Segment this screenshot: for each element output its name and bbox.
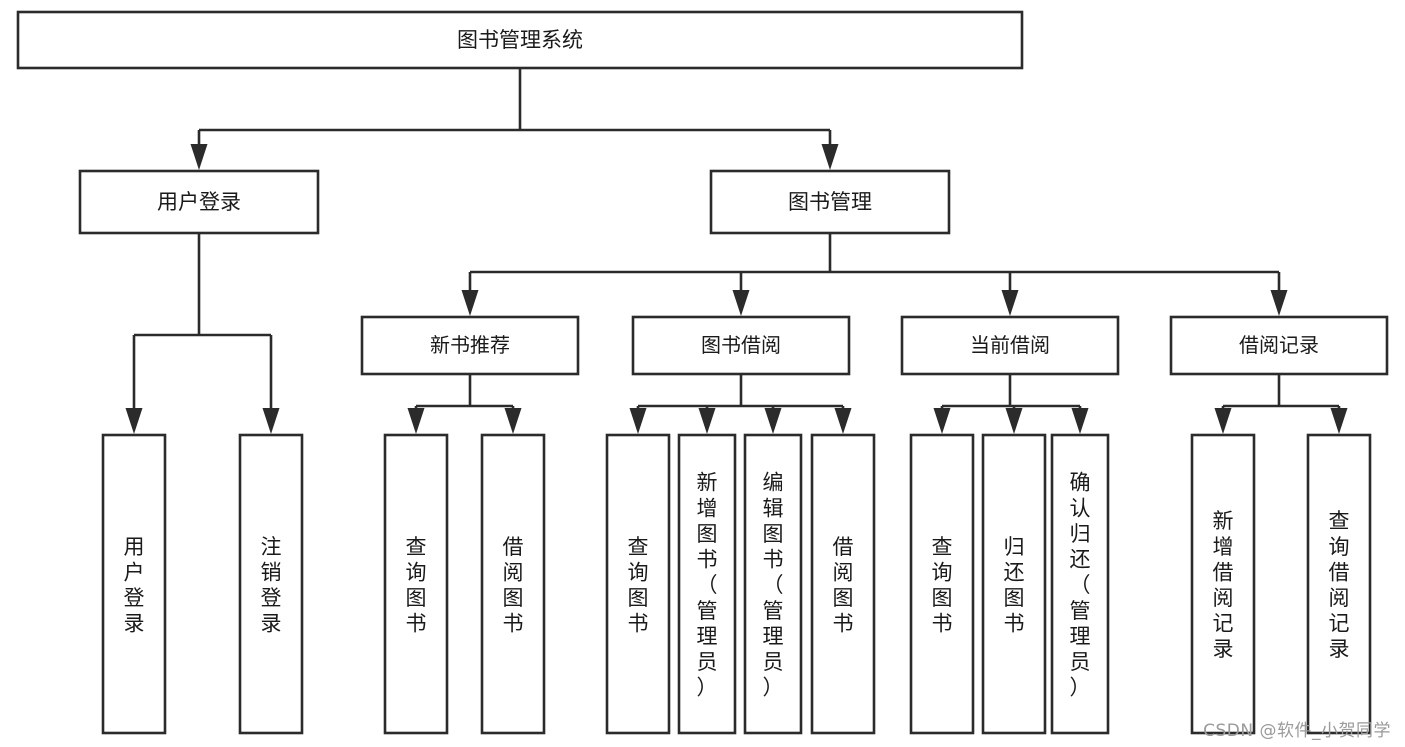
node-box <box>743 433 803 735</box>
node-borrow-record[interactable]: 借阅记录 <box>1169 315 1389 376</box>
node-box <box>810 433 876 735</box>
node-box <box>1190 433 1256 735</box>
node-book-borrow[interactable]: 图书借阅 <box>631 315 851 376</box>
node-label: 新增图书（管理员） <box>697 471 718 700</box>
arrow-head-icon <box>125 408 143 434</box>
node-root[interactable]: 图书管理系统 <box>16 10 1024 70</box>
node-label: 注销登录 <box>261 535 282 636</box>
node-leaf-return-book[interactable]: 归还图书 <box>981 433 1047 735</box>
node-leaf-borrow-book-1[interactable]: 借阅图书 <box>480 433 546 735</box>
arrow-head-icon <box>764 408 782 434</box>
node-leaf-edit-book[interactable]: 编辑图书（管理员） <box>743 433 803 735</box>
node-label: 图书管理系统 <box>457 28 583 52</box>
arrow-head-icon <box>732 290 750 316</box>
node-leaf-query-book-3[interactable]: 查询图书 <box>909 433 975 735</box>
arrow-head-icon <box>262 408 280 434</box>
node-box <box>605 433 671 735</box>
node-label: 查询图书 <box>932 535 953 636</box>
node-label: 归还图书 <box>1004 535 1025 636</box>
node-label: 新书推荐 <box>430 333 510 357</box>
node-box <box>981 433 1047 735</box>
node-box <box>709 169 951 235</box>
node-label: 用户登录 <box>157 190 241 214</box>
node-box <box>16 10 1024 70</box>
node-box <box>1169 315 1389 376</box>
node-label: 新增借阅记录 <box>1213 509 1234 661</box>
node-leaf-user-logout[interactable]: 注销登录 <box>238 433 304 735</box>
node-box <box>360 315 580 376</box>
node-label: 借阅图书 <box>833 535 854 636</box>
arrow-head-icon <box>407 408 425 434</box>
node-current-borrow[interactable]: 当前借阅 <box>900 315 1120 376</box>
node-book-manage[interactable]: 图书管理 <box>709 169 951 235</box>
arrow-head-icon <box>1005 408 1023 434</box>
arrow-head-icon <box>629 408 647 434</box>
node-label: 当前借阅 <box>970 333 1050 357</box>
node-leaf-borrow-book-2[interactable]: 借阅图书 <box>810 433 876 735</box>
node-box <box>1050 433 1110 735</box>
node-box <box>909 433 975 735</box>
arrow-head-icon <box>1001 290 1019 316</box>
connector-layer <box>125 68 1348 434</box>
node-box <box>238 433 304 735</box>
arrow-head-icon <box>190 144 208 170</box>
node-label: 查询图书 <box>628 535 649 636</box>
node-label: 图书借阅 <box>701 333 781 357</box>
arrow-head-icon <box>504 408 522 434</box>
arrow-head-icon <box>821 144 839 170</box>
node-leaf-query-record[interactable]: 查询借阅记录 <box>1306 433 1372 735</box>
node-layer: 图书管理系统用户登录图书管理新书推荐图书借阅当前借阅借阅记录用户登录注销登录查询… <box>16 10 1389 735</box>
node-box <box>1306 433 1372 735</box>
node-leaf-confirm-return[interactable]: 确认归还（管理员） <box>1050 433 1110 735</box>
node-label: 图书管理 <box>788 190 872 214</box>
node-box <box>480 433 546 735</box>
node-box <box>900 315 1120 376</box>
arrow-head-icon <box>1214 408 1232 434</box>
node-box <box>631 315 851 376</box>
arrow-head-icon <box>1270 290 1288 316</box>
node-label: 编辑图书（管理员） <box>763 471 784 700</box>
node-box <box>101 433 167 735</box>
node-label: 借阅记录 <box>1239 333 1319 357</box>
arrow-head-icon <box>461 290 479 316</box>
arrow-head-icon <box>1071 408 1089 434</box>
arrow-head-icon <box>1330 408 1348 434</box>
node-new-book-rec[interactable]: 新书推荐 <box>360 315 580 376</box>
node-label: 用户登录 <box>124 535 145 636</box>
node-label: 查询借阅记录 <box>1329 509 1350 661</box>
node-leaf-user-login[interactable]: 用户登录 <box>101 433 167 735</box>
node-label: 借阅图书 <box>503 535 524 636</box>
arrow-head-icon <box>933 408 951 434</box>
node-leaf-query-book-2[interactable]: 查询图书 <box>605 433 671 735</box>
node-box <box>78 169 320 235</box>
node-box <box>383 433 449 735</box>
node-user-login[interactable]: 用户登录 <box>78 169 320 235</box>
node-label: 查询图书 <box>406 535 427 636</box>
node-leaf-add-record[interactable]: 新增借阅记录 <box>1190 433 1256 735</box>
node-box <box>677 433 737 735</box>
node-leaf-add-book[interactable]: 新增图书（管理员） <box>677 433 737 735</box>
arrow-head-icon <box>834 408 852 434</box>
node-label: 确认归还（管理员） <box>1070 471 1091 700</box>
node-leaf-query-book-1[interactable]: 查询图书 <box>383 433 449 735</box>
arrow-head-icon <box>698 408 716 434</box>
